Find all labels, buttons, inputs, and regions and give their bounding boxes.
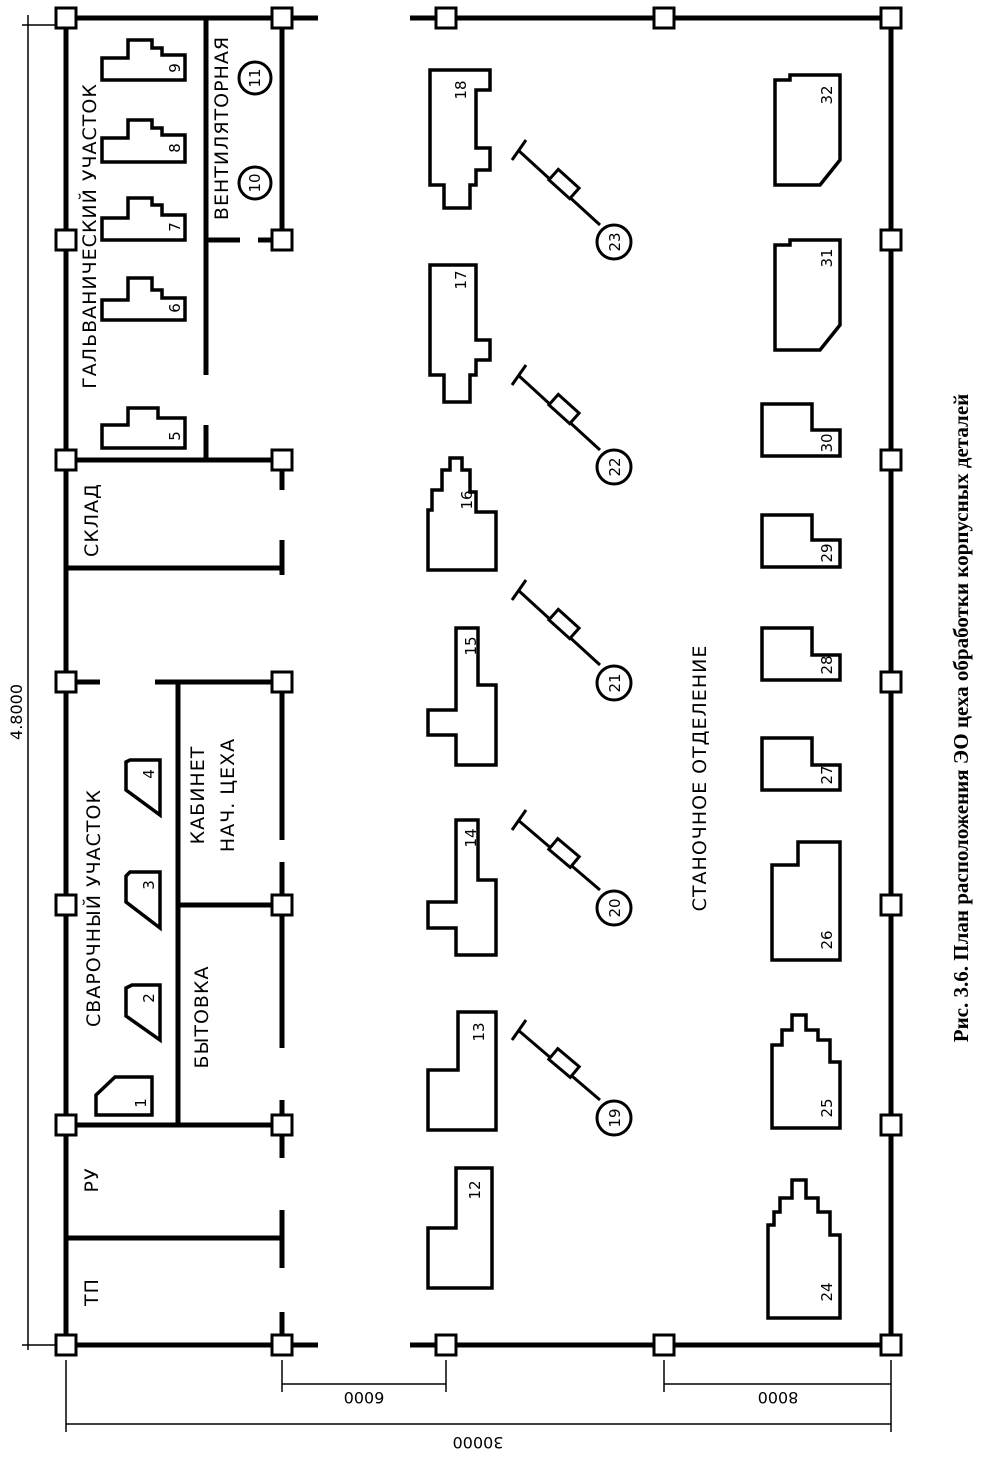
robot-19: 19 <box>510 1019 633 1137</box>
robot-label-20: 20 <box>606 898 624 917</box>
galvanic-bath-label-8: 8 <box>166 143 184 153</box>
dimension-lines: 4.8000 30000 6000 8000 <box>7 15 892 1452</box>
galvanic-baths: 5 6 7 8 9 <box>100 38 187 450</box>
machine-label-30: 30 <box>818 433 836 452</box>
robot-label-19: 19 <box>606 1108 624 1127</box>
columns <box>54 6 903 1357</box>
room-label-office-1: КАБИНЕТ <box>187 746 209 845</box>
fan-label-10: 10 <box>246 173 264 192</box>
robot-22: 22 <box>510 364 633 486</box>
room-label-office-2: НАЧ. ЦЕХА <box>217 738 239 852</box>
machine-label-28: 28 <box>818 655 836 674</box>
robot-21: 21 <box>510 579 633 702</box>
fan-label-11: 11 <box>246 68 264 87</box>
robot-20: 20 <box>510 809 633 927</box>
room-label-ru: РУ <box>81 1167 103 1192</box>
room-label-sklad: СКЛАД <box>81 483 103 557</box>
robot-label-23: 23 <box>606 232 624 251</box>
welding-post-label-1: 1 <box>132 1098 150 1108</box>
dim-span-left: 6000 <box>344 1388 385 1407</box>
machine-label-31: 31 <box>818 248 836 267</box>
machine-label-12: 12 <box>466 1180 484 1199</box>
machines-row-1: 12 13 14 15 16 17 18 <box>426 68 498 1290</box>
room-label-welding: СВАРОЧНЫЙ УЧАСТОК <box>82 789 105 1027</box>
fans: 10 11 <box>237 60 273 201</box>
welding-posts: 1 2 3 4 <box>94 758 162 1117</box>
figure-caption: Рис. 3.6. План расположения ЭО цеха обра… <box>949 394 973 1043</box>
machine-label-13: 13 <box>470 1022 488 1041</box>
dim-length: 4.8000 <box>7 684 26 740</box>
robot-label-21: 21 <box>606 673 624 692</box>
machine-label-17: 17 <box>452 270 470 289</box>
machine-label-16: 16 <box>458 490 476 509</box>
machine-label-14: 14 <box>462 828 480 847</box>
machine-label-29: 29 <box>818 543 836 562</box>
galvanic-bath-label-7: 7 <box>166 222 184 232</box>
robot-label-22: 22 <box>606 457 624 476</box>
room-label-vent: ВЕНТИЛЯТОРНАЯ <box>211 36 233 220</box>
room-label-machining: СТАНОЧНОЕ ОТДЕЛЕНИЕ <box>689 645 711 912</box>
room-label-bytovka: БЫТОВКА <box>191 966 213 1069</box>
welding-post-label-3: 3 <box>140 880 158 890</box>
machines-row-3: 24 25 26 27 28 29 30 31 32 <box>760 73 842 1320</box>
dim-span-right: 8000 <box>758 1388 799 1407</box>
room-label-tp: ТП <box>81 1278 103 1307</box>
galvanic-bath-label-9: 9 <box>166 63 184 73</box>
welding-post-label-4: 4 <box>140 769 158 779</box>
room-label-galvanic: ГАЛЬВАНИЧЕСКИЙ УЧАСТОК <box>78 83 101 389</box>
welding-post-label-2: 2 <box>140 993 158 1003</box>
machine-label-24: 24 <box>818 1282 836 1301</box>
machine-label-26: 26 <box>818 930 836 949</box>
galvanic-bath-label-6: 6 <box>166 303 184 313</box>
machine-label-25: 25 <box>818 1098 836 1117</box>
machine-label-18: 18 <box>452 80 470 99</box>
galvanic-bath-label-5: 5 <box>166 431 184 441</box>
machine-label-32: 32 <box>818 85 836 104</box>
machine-label-15: 15 <box>462 636 480 655</box>
robots: 19 20 21 22 23 <box>510 139 633 1137</box>
machine-label-27: 27 <box>818 765 836 784</box>
robot-23: 23 <box>510 139 633 261</box>
dim-width-total: 30000 <box>453 1433 504 1452</box>
